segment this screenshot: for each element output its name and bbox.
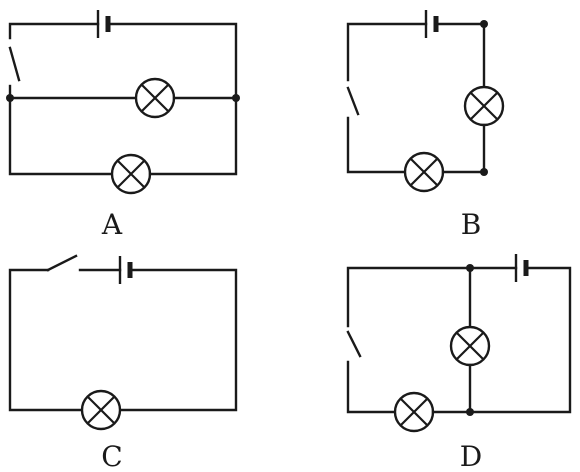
- circuit-a-switch: [8, 46, 21, 82]
- circuit-b-lamp-branch-cross: [469, 91, 499, 121]
- circuit-b-switch: [346, 86, 360, 116]
- circuit-c-label: C: [101, 440, 122, 472]
- circuit-c-right-wire: [118, 268, 238, 412]
- circuit-a-bottom-wire-left: [8, 96, 114, 176]
- circuit-b-junction-bottom: [480, 168, 488, 176]
- circuit-d-bottom-left-wire: [346, 360, 397, 414]
- circuit-d-right-wire: [468, 266, 572, 414]
- circuit-d-lamp-lower-cross: [399, 397, 429, 427]
- circuit-d-label: D: [460, 440, 482, 472]
- circuit-a: A: [6, 10, 240, 241]
- circuit-a-junction-right: [232, 94, 240, 102]
- circuit-a-top-left-wire: [8, 22, 100, 40]
- circuit-d-top-left-wire: [346, 266, 518, 328]
- circuit-d-lamp-branch-cross: [455, 331, 485, 361]
- circuit-b-top-left-wire: [346, 22, 428, 82]
- circuit-c: C: [8, 254, 238, 472]
- circuit-c-left-wire: [8, 268, 90, 412]
- circuit-b: B: [346, 10, 505, 241]
- circuit-b-label: B: [461, 208, 482, 241]
- circuit-c-switch: [46, 254, 78, 272]
- circuit-a-top-right-wire: [106, 22, 238, 100]
- circuit-b-lamp-lower-cross: [409, 157, 439, 187]
- circuit-d-junction-top: [466, 264, 474, 272]
- circuit-d: D: [346, 254, 572, 472]
- circuit-a-lamp-lower-cross: [116, 159, 146, 189]
- circuit-a-label: A: [101, 208, 123, 241]
- circuit-c-lamp-cross: [86, 395, 116, 425]
- circuit-a-junction-left: [6, 94, 14, 102]
- circuit-d-switch: [346, 330, 362, 358]
- circuit-a-bottom-wire-right: [148, 96, 238, 176]
- circuit-b-junction-top: [480, 20, 488, 28]
- circuit-a-lamp-upper-cross: [140, 83, 170, 113]
- circuit-b-bottom-left-wire: [346, 116, 407, 174]
- circuit-d-junction-bottom: [466, 408, 474, 416]
